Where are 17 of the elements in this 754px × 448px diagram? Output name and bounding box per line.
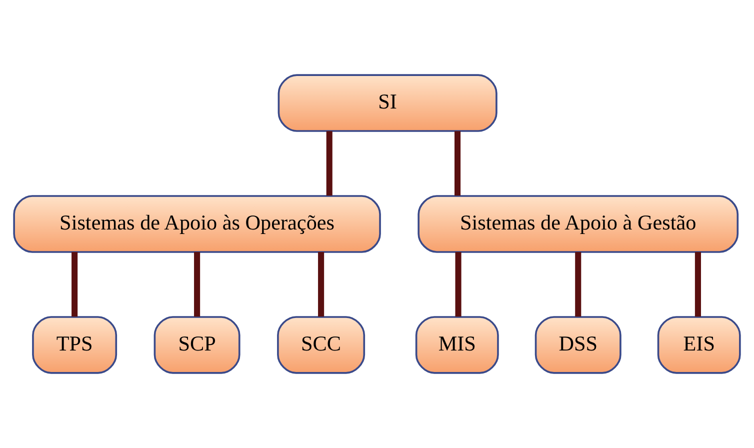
connector bbox=[318, 252, 324, 317]
connector bbox=[194, 252, 200, 317]
node-box: MIS bbox=[415, 316, 499, 374]
node-box: TPS bbox=[32, 316, 118, 374]
connector bbox=[694, 252, 701, 317]
node-box: SCP bbox=[154, 316, 240, 374]
node-box: Sistemas de Apoio às Operações bbox=[13, 195, 381, 253]
connector bbox=[454, 131, 461, 196]
connector bbox=[326, 131, 332, 196]
connector bbox=[575, 252, 582, 317]
node-box: SCC bbox=[277, 316, 366, 374]
node-box: Sistemas de Apoio à Gestão bbox=[418, 195, 739, 253]
node-box: SI bbox=[278, 74, 498, 132]
node-box: DSS bbox=[534, 316, 622, 374]
node-box: EIS bbox=[657, 316, 741, 374]
connector bbox=[455, 252, 462, 317]
connector bbox=[72, 252, 78, 317]
